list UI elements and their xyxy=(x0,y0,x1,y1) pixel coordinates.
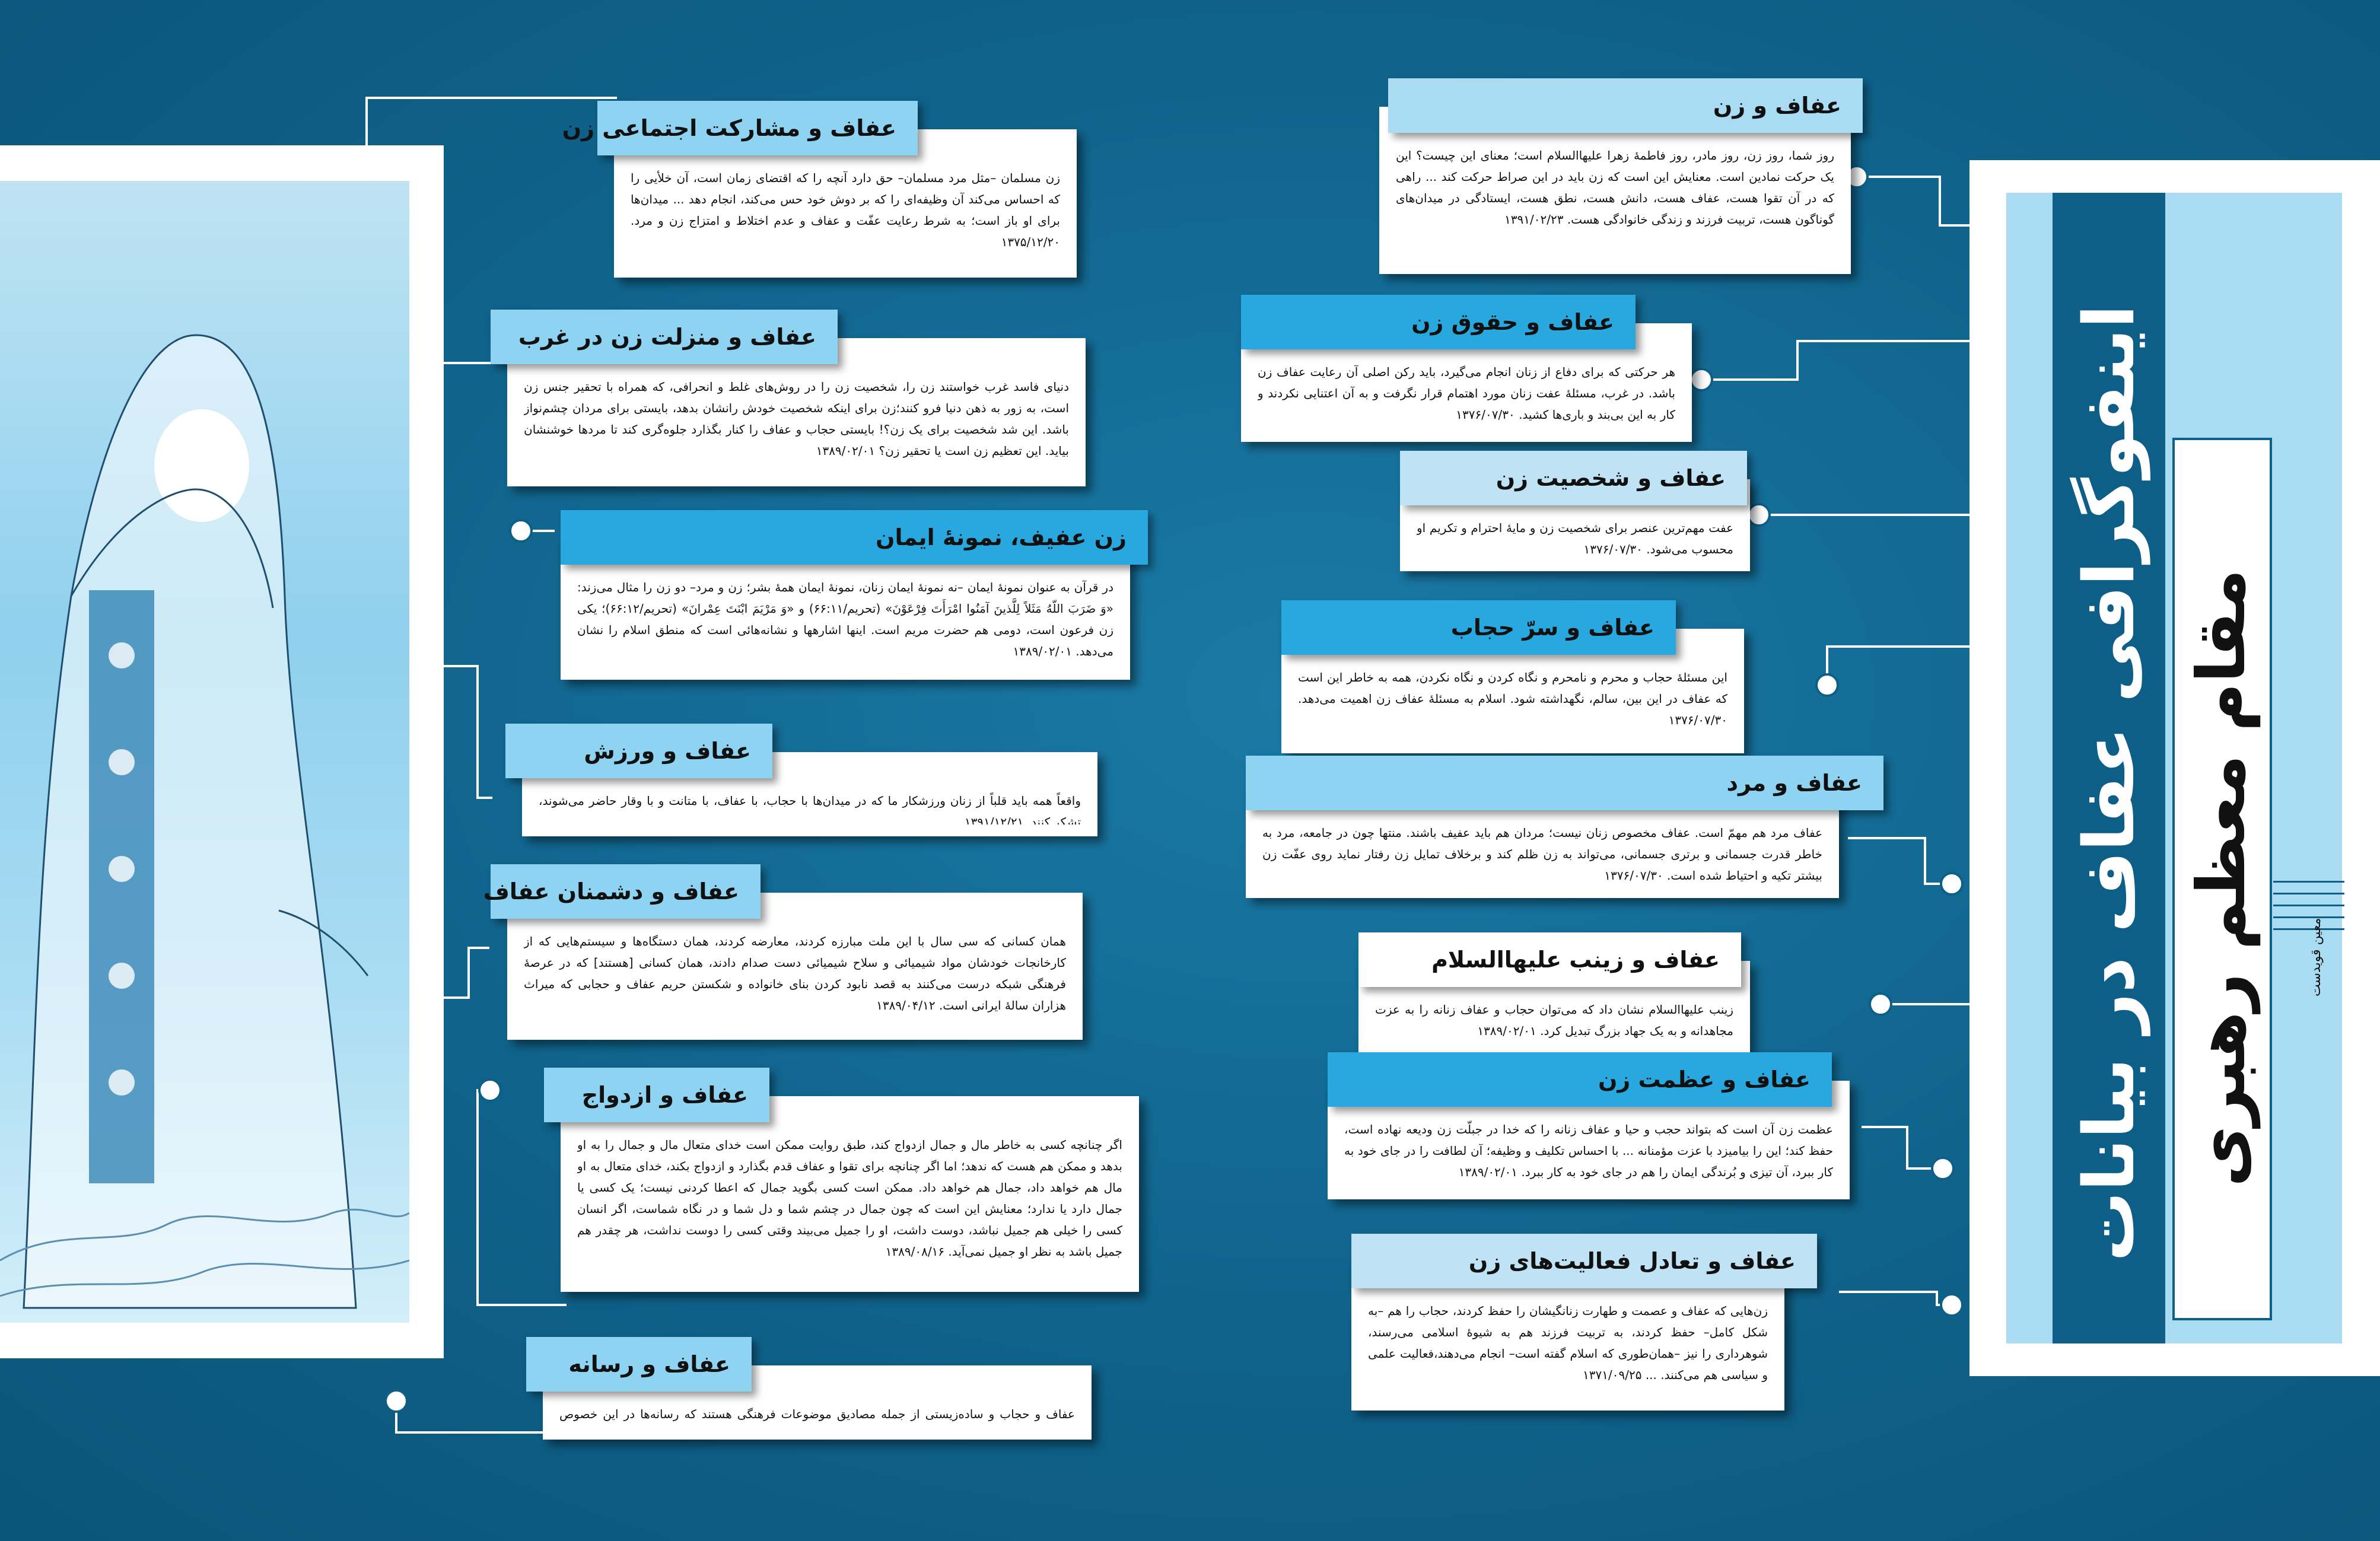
title-panel: اینفوگرافی عفاف در بیانات مقام معظم رهبر… xyxy=(1969,160,2380,1376)
card-text: زن مسلمان –مثل مرد مسلمان– حق دارد آنچه … xyxy=(631,171,1060,249)
main-title-bar xyxy=(2053,193,2165,1343)
card-text: هر حرکتی که برای دفاع از زنان انجام می‌گ… xyxy=(1258,365,1675,422)
woman-illustration xyxy=(0,181,409,1323)
card-title: عفاف و عظمت زن xyxy=(1328,1052,1832,1107)
main-title: اینفوگرافی عفاف در بیانات xyxy=(2068,304,2150,1262)
card-sports: عفاف و ورزش واقعاً همه باید قلباً از زنا… xyxy=(505,724,1097,836)
card-title: عفاف و ازدواج xyxy=(544,1068,769,1122)
card-title: زن عفیف، نمونهٔ ایمان xyxy=(561,510,1148,565)
card-activity-balance: عفاف و تعادل فعالیت‌های زن زن‌هایی که عف… xyxy=(1351,1234,1817,1411)
decor-line xyxy=(2273,893,2344,894)
card-title: عفاف و مشارکت اجتماعی زن xyxy=(562,101,918,155)
card-text: عفاف مرد هم مهمّ است. عفاف مخصوص زنان نی… xyxy=(1262,826,1822,883)
card-title: عفاف و مرد xyxy=(1246,756,1883,810)
card-chastity-and-woman: عفاف و زن روز شما، روز زن، روز مادر، روز… xyxy=(1379,78,1863,274)
card-title: عفاف و شخصیت زن xyxy=(1400,451,1747,505)
card-title: عفاف و زن xyxy=(1388,78,1863,133)
card-title: عفاف و رسانه xyxy=(526,1337,752,1392)
card-chaste-woman-faith: زن عفیف، نمونهٔ ایمان در قرآن به عنوان ن… xyxy=(561,510,1148,680)
card-title: عفاف و ورزش xyxy=(505,724,772,778)
decor-line xyxy=(2273,928,2344,930)
subtitle: مقام معظم رهبری xyxy=(2183,569,2260,1187)
card-text: عظمت زن آن است که بتواند حجب و حیا و عفا… xyxy=(1344,1122,1833,1179)
card-text: همان کسانی که سی سال با این ملت مبارزه ک… xyxy=(524,934,1066,1013)
card-enemies-of-chastity: عفاف و دشمنان عفاف همان کسانی که سی سال … xyxy=(483,864,1083,1040)
card-woman-personality: عفاف و شخصیت زن عفت مهم‌ترین عنصر برای ش… xyxy=(1400,451,1750,571)
card-text: دنیای فاسد غرب خواستند زن را، شخصیت زن ر… xyxy=(524,380,1069,458)
author-credit: معین قویدست xyxy=(2309,918,2324,997)
card-text: اگر چنانچه کسی به خاطر مال و جمال ازدواج… xyxy=(577,1138,1122,1259)
card-chastity-and-man: عفاف و مرد عفاف مرد هم مهمّ است. عفاف مخ… xyxy=(1246,756,1883,898)
card-text: این مسئلهٔ حجاب و محرم و نامحرم و نگاه ک… xyxy=(1298,670,1727,727)
card-text: واقعاً همه باید قلباً از زنان ورزشکار ما… xyxy=(539,794,1081,824)
card-title: عفاف و سرّ حجاب xyxy=(1281,600,1676,655)
card-title: عفاف و حقوق زن xyxy=(1241,295,1636,349)
card-zeinab: عفاف و زینب علیهاالسلام زینب علیهاالسلام… xyxy=(1358,932,1750,1053)
decor-line xyxy=(2273,905,2344,906)
card-women-rights: عفاف و حقوق زن هر حرکتی که برای دفاع از … xyxy=(1241,295,1692,442)
card-title: عفاف و تعادل فعالیت‌های زن xyxy=(1351,1234,1817,1288)
card-title: عفاف و زینب علیهاالسلام xyxy=(1358,932,1741,987)
card-text: عفاف و حجاب و ساده‌زیستی از جمله مصادیق … xyxy=(559,1407,1075,1421)
card-text: عفت مهم‌ترین عنصر برای شخصیت زن و مایهٔ … xyxy=(1417,521,1733,556)
card-text: زن‌هایی که عفاف و عصمت و طهارت زنانگیشان… xyxy=(1368,1304,1768,1382)
chador-figure-image xyxy=(0,334,409,1309)
card-woman-greatness: عفاف و عظمت زن عظمت زن آن است که بتواند … xyxy=(1328,1052,1850,1199)
card-women-status-west: عفاف و منزلت زن در غرب دنیای فاسد غرب خو… xyxy=(491,310,1086,486)
decor-line xyxy=(2273,881,2344,883)
subtitle-box xyxy=(2172,438,2272,1320)
card-media: عفاف و رسانه عفاف و حجاب و ساده‌زیستی از… xyxy=(526,1337,1092,1440)
card-title: عفاف و دشمنان عفاف xyxy=(483,864,761,919)
card-text: روز شما، روز زن، روز مادر، روز فاطمهٔ زه… xyxy=(1396,148,1834,227)
decor-line xyxy=(2273,916,2344,918)
card-secret-of-hijab: عفاف و سرّ حجاب این مسئلهٔ حجاب و محرم و… xyxy=(1281,600,1744,753)
card-text: در قرآن به عنوان نمونهٔ ایمان –نه نمونهٔ… xyxy=(577,580,1113,658)
illustration-frame xyxy=(0,145,444,1358)
card-social-participation: عفاف و مشارکت اجتماعی زن زن مسلمان –مثل … xyxy=(562,101,1077,278)
card-title: عفاف و منزلت زن در غرب xyxy=(491,310,838,364)
card-marriage: عفاف و ازدواج اگر چنانچه کسی به خاطر مال… xyxy=(544,1068,1139,1292)
card-text: زینب علیهاالسلام نشان داد که می‌توان حجا… xyxy=(1375,1002,1733,1038)
